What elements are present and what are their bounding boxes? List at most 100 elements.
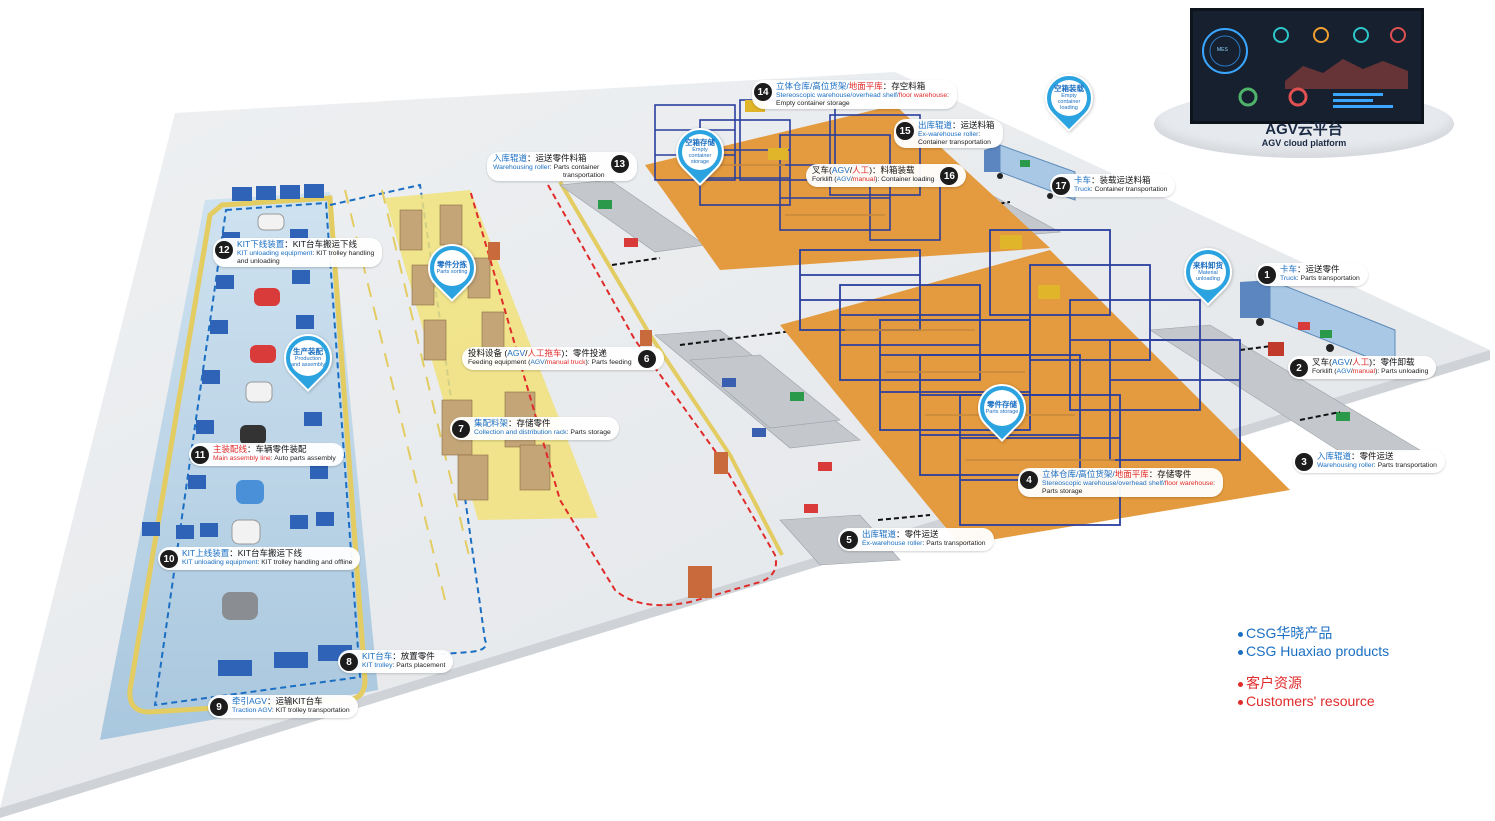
callout-term: 卡车 xyxy=(1074,175,1092,185)
callout-customer: 人工 xyxy=(852,165,870,175)
callout-term-en: Truck xyxy=(1280,274,1297,282)
callout-customer-en: manual xyxy=(852,175,876,183)
callout-desc-en: Empty container storage xyxy=(776,99,850,107)
callout-term: 投料设备 ( xyxy=(468,348,508,358)
feeding-route-red xyxy=(469,184,777,607)
callout-term: KIT上线装置 xyxy=(182,548,230,558)
callout-customer: 地面平库 xyxy=(1114,469,1149,479)
callout-term: KIT台车 xyxy=(362,651,393,661)
callout-desc-en: : Parts storage xyxy=(566,428,611,436)
callout-3-warehousing-roller: 3 入库辊道：零件运送 Warehousing roller: Parts tr… xyxy=(1293,450,1445,473)
callout-sep-en: / xyxy=(544,358,547,366)
callout-number: 1 xyxy=(1258,266,1276,284)
cloud-platform-title: AGV云平台 xyxy=(1265,121,1343,138)
dashboard-screen-label: MES xyxy=(1217,47,1228,53)
callout-number: 7 xyxy=(452,420,470,438)
callout-desc-en: : KIT trolley handling xyxy=(312,249,375,257)
callout-desc-en: : KIT trolley transportation xyxy=(271,706,350,714)
pin-sublabel: Production and assembly xyxy=(291,356,325,369)
callout-desc-en: : Parts transportation xyxy=(1373,461,1437,469)
callout-desc: ：零件运送 xyxy=(896,529,939,539)
containers xyxy=(598,200,1350,513)
legend-customer-cn-row: 客户资源 xyxy=(1238,674,1389,692)
kit-flow-blue-dashed xyxy=(153,201,362,707)
callout-desc: ：运送料箱 xyxy=(952,120,995,130)
callout-desc: ：运送零件料箱 xyxy=(527,153,587,163)
callout-13-warehousing-roller: 入库辊道：运送零件料箱 Warehousing roller: Parts co… xyxy=(487,152,637,182)
callout-desc-en: : Parts transportation xyxy=(1296,274,1360,282)
callout-desc-en: : KIT trolley handling and offline xyxy=(257,558,353,566)
callout-desc-en: : Parts transportation xyxy=(922,539,986,547)
pin-sublabel: Parts storage xyxy=(985,409,1019,416)
callout-desc: )：料箱装载 xyxy=(869,165,915,175)
callout-number: 12 xyxy=(215,241,233,259)
callout-number: 11 xyxy=(191,446,209,464)
callout-customer: 地面平库 xyxy=(848,81,883,91)
stacker-cranes xyxy=(745,100,1060,299)
callout-sep-en: / xyxy=(850,175,853,183)
callout-term: 出库辊道 xyxy=(862,529,897,539)
callout-term-en: Forklift ( xyxy=(1312,367,1337,375)
callout-customer-en: floor warehouse xyxy=(1164,479,1214,487)
callout-csg: AGV xyxy=(507,348,526,358)
callout-7-collection-rack: 7 集配料架：存储零件 Collection and distribution … xyxy=(450,417,619,440)
callout-sep-en: : xyxy=(947,91,950,99)
callout-number: 8 xyxy=(340,653,358,671)
agv-cloud-platform: MES AGV云平台 AGV cloud platform xyxy=(1150,8,1460,178)
callout-desc: ：车辆零件装配 xyxy=(247,444,307,454)
sorting-racks xyxy=(399,204,551,501)
callout-term: 集配料架 xyxy=(474,418,509,428)
callout-term: 主装配线 xyxy=(213,444,248,454)
callout-sep: / xyxy=(525,348,528,358)
callout-desc: ：存空料箱 xyxy=(882,81,926,91)
callout-term-en: Ex-warehouse roller xyxy=(862,539,923,547)
callout-term-en: Feeding equipment ( xyxy=(468,358,531,366)
callout-csg-en: AGV xyxy=(1336,367,1351,375)
callout-desc-en: ): Container loading xyxy=(875,175,935,183)
callout-number: 3 xyxy=(1295,453,1313,471)
parts-racks xyxy=(799,229,1241,526)
pin-sublabel: Parts sorting xyxy=(436,269,468,276)
callout-17-truck-loading: 17 卡车：装载运送料箱 Truck: Container transporta… xyxy=(1050,174,1176,197)
callout-number: 5 xyxy=(840,531,858,549)
callout-term-en: Traction AGV xyxy=(232,706,272,714)
callout-desc-en: ): Parts unloading xyxy=(1375,367,1429,375)
callout-2-forklift-unloading: 2 叉车(AGV/人工)：零件卸载 Forklift (AGV/manual):… xyxy=(1288,356,1437,379)
callout-desc: ：零件运送 xyxy=(1351,451,1394,461)
callout-14-empty-container-warehouse: 14 立体仓库/高位货架/地面平库：存空料箱 Stereoscopic ware… xyxy=(752,80,958,110)
callout-9-traction-agv: 9 牵引AGV：运输KIT台车 Traction AGV: KIT trolle… xyxy=(208,695,358,718)
legend-customer-en: Customers' resource xyxy=(1246,693,1375,709)
callout-customer: 人工拖车 xyxy=(527,348,562,358)
callout-csg: AGV xyxy=(1331,357,1350,367)
legend-blue-dot xyxy=(1238,649,1243,655)
callout-16-forklift-loading: 叉车(AGV/人工)：料箱装载 Forklift (AGV/manual): C… xyxy=(806,164,967,187)
callout-desc: )：零件卸载 xyxy=(1369,357,1415,367)
callout-customer: 人工 xyxy=(1352,357,1370,367)
callout-number: 4 xyxy=(1020,471,1038,489)
callout-sep: / xyxy=(1349,357,1353,367)
callout-desc-en: Parts storage xyxy=(1042,487,1083,495)
callout-term-en: Stereoscopic warehouse/overhead shelf/ xyxy=(776,91,899,99)
callout-number: 17 xyxy=(1052,177,1070,195)
callout-11-main-assembly-line: 11 主装配线：车辆零件装配 Main assembly line: Auto … xyxy=(189,443,344,466)
callout-desc-en-cont: and unloading xyxy=(237,257,280,265)
dashboard-screen xyxy=(1193,11,1421,121)
callout-12-kit-offline-equipment: 12 KIT下线装置：KIT台车搬运下线 KIT unloading equip… xyxy=(213,238,383,268)
callout-desc: ：运输KIT台车 xyxy=(266,696,323,706)
callout-desc: )：零件投递 xyxy=(561,348,607,358)
feeding-track xyxy=(558,180,784,556)
empty-container-warehouse-floor xyxy=(645,105,1050,270)
aisle-markings xyxy=(344,189,471,601)
callout-sep-en: / xyxy=(1350,367,1353,375)
callout-term-en: Warehousing roller xyxy=(493,163,550,171)
callout-number: 16 xyxy=(940,167,959,185)
assembly-cars xyxy=(222,213,285,620)
callout-desc: ：运送零件 xyxy=(1297,264,1340,274)
callout-number: 9 xyxy=(210,698,228,716)
callout-term-en: Forklift ( xyxy=(812,175,837,183)
